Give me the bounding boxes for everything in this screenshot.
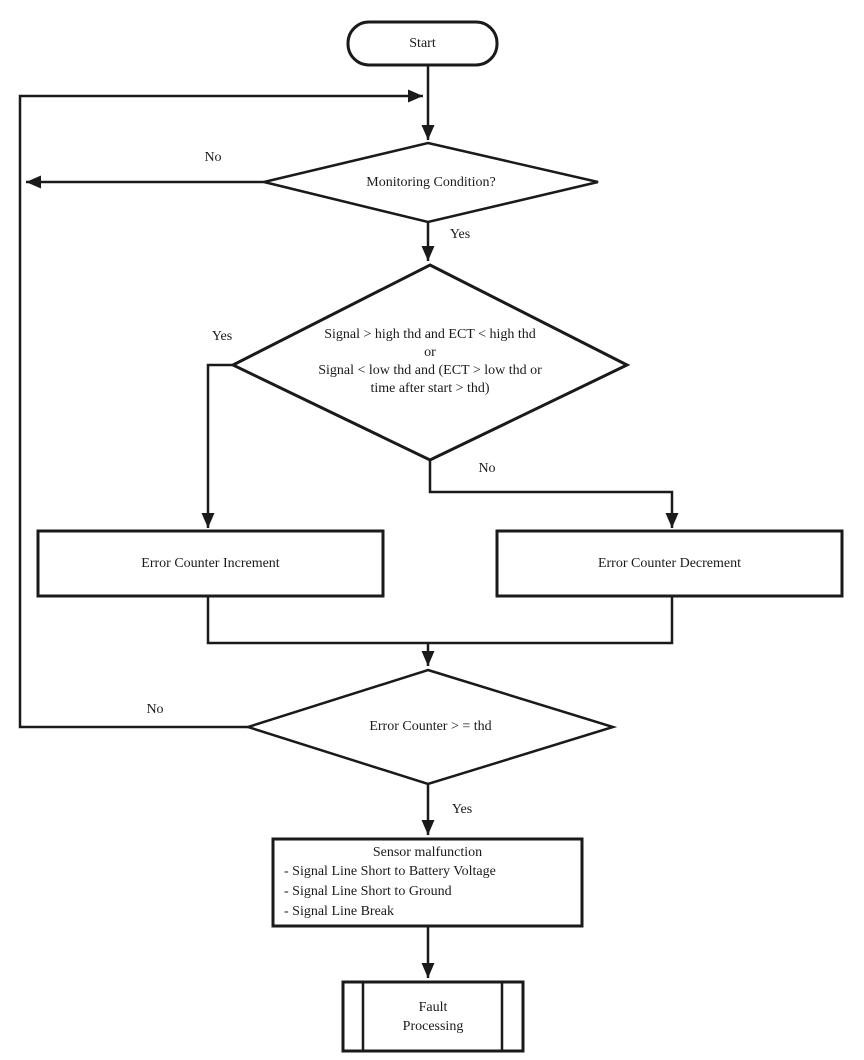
start-terminator-shape [346,20,499,67]
monitoring-yes-edge-label: Yes [449,227,471,242]
increment-process-shape [36,529,385,598]
malfunction-item: - Signal Line Short to Ground [284,884,452,899]
monitoring-no-edge-label: No [204,150,222,165]
threshold-decision-shape [243,668,618,786]
signal-no-edge-label: No [478,461,496,476]
monitoring-label: Monitoring Condition? [366,174,496,190]
malfunction-item: - Signal Line Break [284,904,395,919]
malfunction-title: Sensor malfunction [372,845,483,860]
threshold-yes-edge-label: Yes [451,802,473,817]
malfunction-box-content: Sensor malfunction - Signal Line Short t… [273,839,582,926]
malfunction-process-shape [271,837,584,928]
malfunction-item: - Signal Line Short to Battery Voltage [284,864,496,879]
edge-threshold-no-loop [18,89,423,729]
edge-merge [206,597,674,645]
edge-signal-yes [201,363,233,528]
signal-check-decision-shape [229,263,631,462]
fault-label: Fault Processing [402,999,464,1034]
threshold-no-edge-label: No [146,702,164,717]
signal-yes-edge-label: Yes [211,329,233,344]
decrement-label: Error Counter Decrement [597,555,742,571]
signal-check-label: Signal > high thd and ECT < high thd or … [318,327,542,396]
decrement-process-shape [495,529,844,598]
increment-label: Error Counter Increment [141,555,280,571]
edge-signal-no [428,461,679,528]
threshold-label: Error Counter > = thd [369,719,492,734]
start-label: Start [409,35,436,51]
fault-predefined-process-shape [341,980,525,1053]
monitoring-decision-shape [263,141,599,224]
